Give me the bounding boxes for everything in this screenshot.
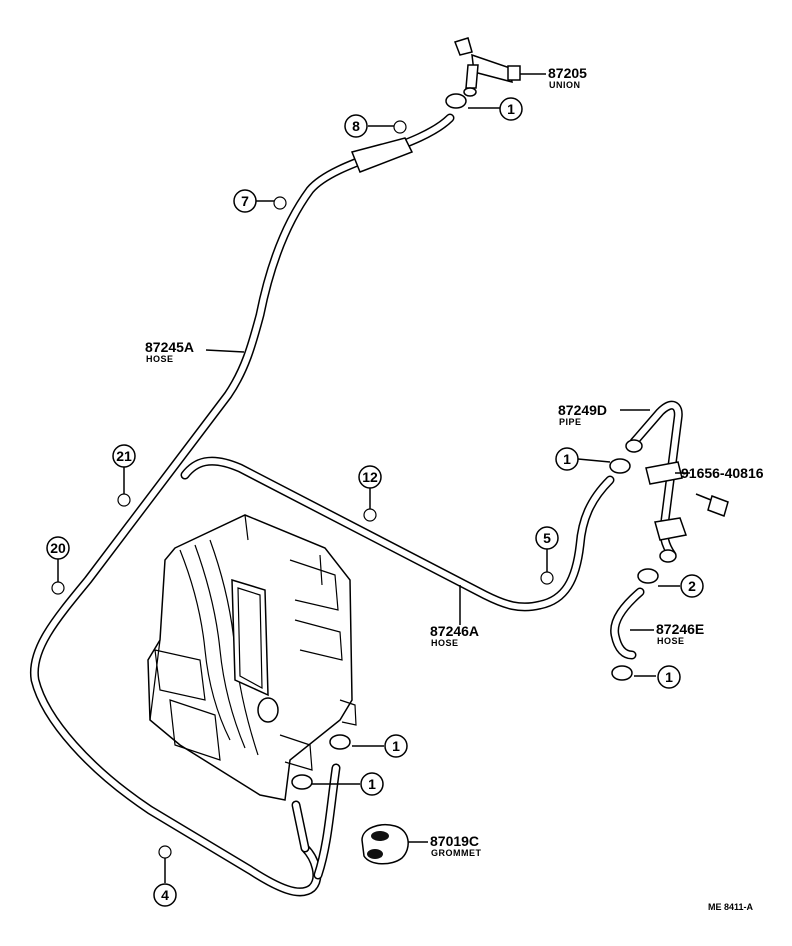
callout-label: 21 <box>116 448 132 464</box>
callout-4: 4 <box>153 883 177 907</box>
callout-label: 1 <box>665 669 673 685</box>
label-87249D: 87249D PIPE <box>558 402 607 427</box>
part-description: PIPE <box>559 417 582 427</box>
callout-label: 8 <box>352 118 360 134</box>
union-87205-drawing <box>454 37 521 97</box>
callout-label: 1 <box>392 738 400 754</box>
callout-label: 4 <box>161 887 169 903</box>
callout-label: 1 <box>563 451 571 467</box>
callout-label: 1 <box>507 101 515 117</box>
callout-2: 2 <box>680 574 704 598</box>
part-description: UNION <box>549 80 581 90</box>
part-number: 87019C <box>430 833 479 849</box>
part-description: HOSE <box>146 354 174 364</box>
callout-1-hose-e: 1 <box>657 665 681 689</box>
label-87245A: 87245A HOSE <box>145 339 194 364</box>
label-91656-40816: 91656-40816 <box>681 465 764 481</box>
clamps <box>291 93 659 790</box>
callout-5: 5 <box>535 526 559 550</box>
grommet-drawing <box>361 824 409 865</box>
callout-12: 12 <box>358 465 382 489</box>
callout-20: 20 <box>46 536 70 560</box>
part-number: 87249D <box>558 402 607 418</box>
bolt-drawing <box>695 493 729 517</box>
callout-1-heater-upper: 1 <box>384 734 408 758</box>
callout-7: 7 <box>233 189 257 213</box>
part-description: HOSE <box>431 638 459 648</box>
label-87205: 87205 UNION <box>548 65 587 90</box>
part-description: HOSE <box>657 636 685 646</box>
part-number: 87245A <box>145 339 194 355</box>
leader-lines <box>57 73 690 883</box>
callout-label: 2 <box>688 578 696 594</box>
part-number: 87246A <box>430 623 479 639</box>
callout-1-pipe: 1 <box>555 447 579 471</box>
callout-1-heater-lower: 1 <box>360 772 384 796</box>
label-87246E: 87246E HOSE <box>656 621 704 646</box>
part-description: GROMMET <box>431 848 482 858</box>
callout-21: 21 <box>112 444 136 468</box>
part-number: 87246E <box>656 621 704 637</box>
callout-label: 7 <box>241 193 249 209</box>
reference-code: ME 8411-A <box>708 902 754 912</box>
callout-label: 20 <box>50 540 66 556</box>
part-number: 91656-40816 <box>681 465 764 481</box>
callout-label: 1 <box>368 776 376 792</box>
callout-1-union: 1 <box>499 97 523 121</box>
heater-unit <box>147 514 357 801</box>
callout-8: 8 <box>344 114 368 138</box>
callout-label: 12 <box>362 469 378 485</box>
label-87019C: 87019C GROMMET <box>430 833 482 858</box>
label-87246A: 87246A HOSE <box>430 623 479 648</box>
callout-label: 5 <box>543 530 551 546</box>
part-number: 87205 <box>548 65 587 81</box>
